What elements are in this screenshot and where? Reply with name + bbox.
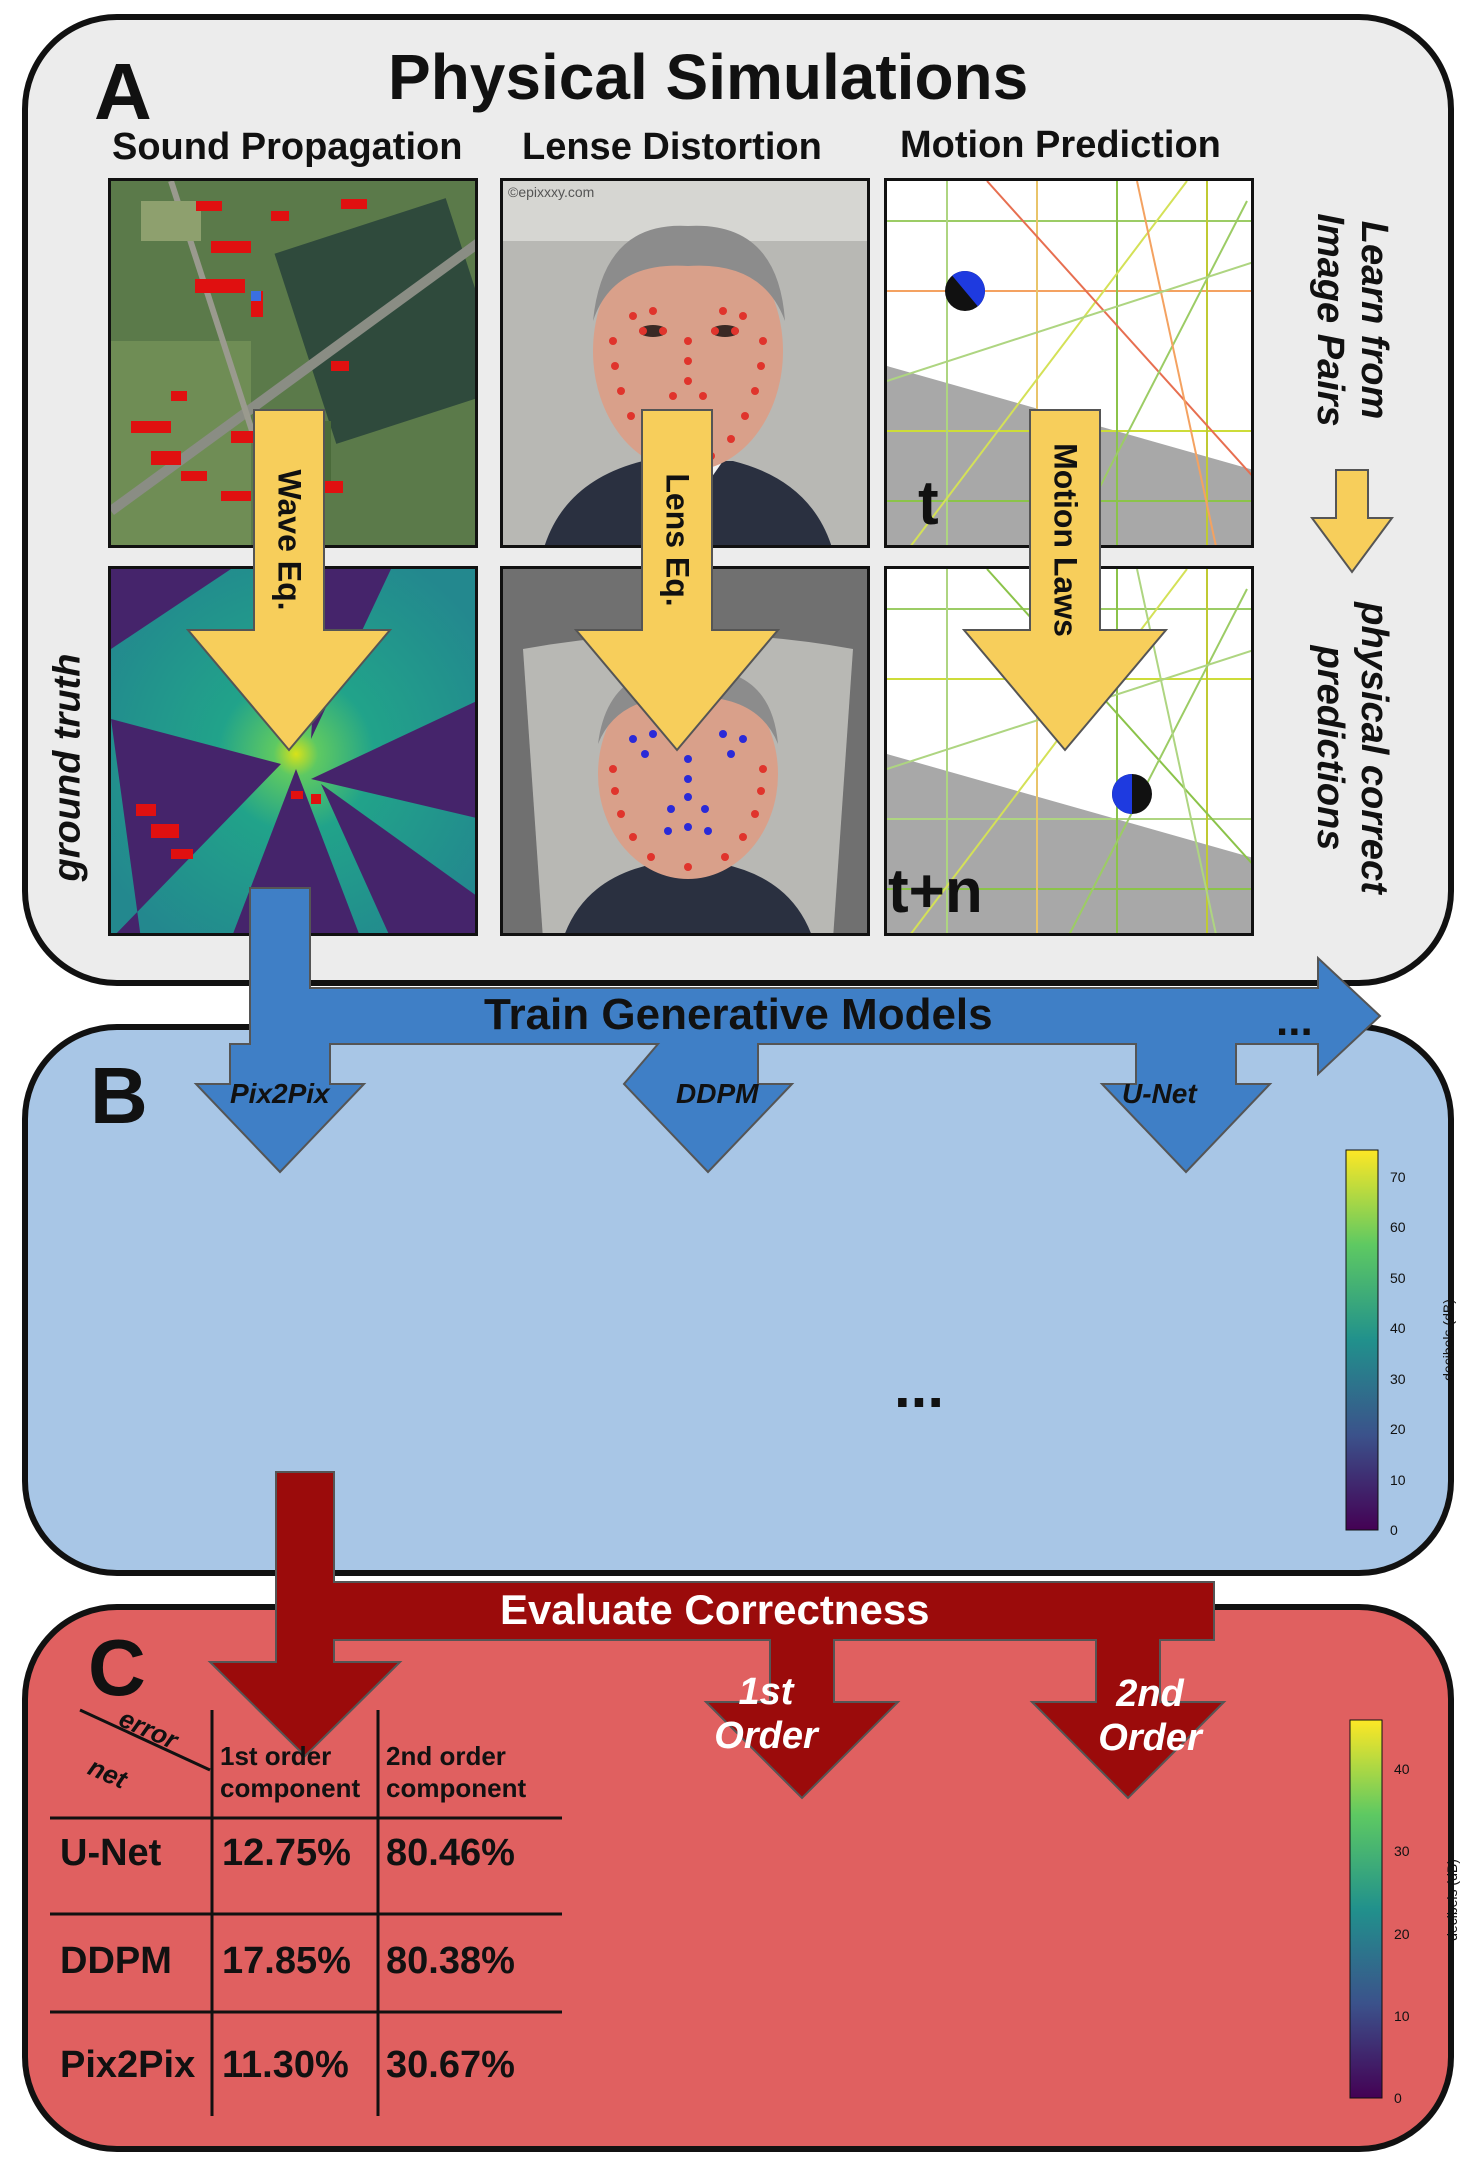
models-ellipsis: ...	[894, 1353, 945, 1420]
colorbar-tick-label: 10	[1394, 2007, 1410, 2024]
ground-truth-label: ground truth	[46, 653, 89, 882]
order-2-label-line-1: 2nd	[1116, 1673, 1184, 1715]
predict-label-line-2: predictions	[1309, 645, 1351, 851]
colorbar-tick-label: 20	[1394, 1925, 1410, 1942]
order-1-label-line-1: 1st	[738, 1671, 794, 1713]
panel-a-letter: A	[94, 47, 152, 136]
panel-b-colorbar-label: decibels (dB)	[1440, 1299, 1456, 1381]
order-2-label: 2nd Order	[1098, 1672, 1201, 1760]
table-header-first-line-2: component	[220, 1773, 361, 1803]
colorbar-tick-label: 0	[1394, 2090, 1402, 2106]
table-cell-unet-first: 12.75%	[222, 1832, 351, 1874]
table-cell-ddpm-second: 80.38%	[386, 1940, 515, 1982]
panel-c-colorbar-label: decibels (dB)	[1444, 1859, 1460, 1941]
panel-c-colorbar	[1349, 1719, 1383, 2099]
arrow-label-motion: Motion Laws	[1047, 443, 1084, 637]
table-header-second-line-2: component	[386, 1773, 527, 1803]
colorbar-tick-label: 30	[1394, 1843, 1410, 1860]
panel-b-letter: B	[90, 1051, 148, 1140]
table-row-net-pix2pix: Pix2Pix	[60, 2044, 196, 2086]
column-label-sound: Sound Propagation	[112, 126, 463, 168]
arrow-label-lens: Lens Eq.	[659, 473, 696, 607]
colorbar-tick-label: 20	[1390, 1421, 1406, 1438]
column-label-motion: Motion Prediction	[900, 124, 1221, 166]
model-label-unet: U-Net	[1122, 1078, 1197, 1109]
arrow-label-wave: Wave Eq.	[271, 469, 308, 611]
ground-truth-sound-map	[108, 566, 478, 936]
table-header-first-line-1: 1st order	[220, 1741, 332, 1771]
table-header-second: 2nd order component	[386, 1740, 526, 1804]
face-distorted-image	[500, 566, 870, 936]
learn-label-line-1: Learn from	[1353, 220, 1395, 420]
colorbar-tick-label: 30	[1390, 1370, 1406, 1387]
time-label-t-plus-n: t+n	[888, 857, 983, 926]
panel-b-colorbar	[1345, 1149, 1379, 1531]
train-banner-label: Train Generative Models	[484, 990, 993, 1039]
evaluate-banner-label: Evaluate Correctness	[500, 1586, 930, 1633]
table-row-net-ddpm: DDPM	[60, 1940, 172, 1982]
colorbar-tick-label: 10	[1390, 1471, 1406, 1488]
colorbar-tick-label: 40	[1390, 1320, 1406, 1337]
panel-c-letter: C	[88, 1623, 146, 1712]
image-watermark: ©epixxxy.com	[508, 184, 595, 200]
predict-label: physical correct predictions	[1308, 602, 1396, 893]
learn-label-line-2: Image Pairs	[1309, 213, 1351, 427]
colorbar-tick-label: 60	[1390, 1219, 1406, 1236]
learn-label: Learn from Image Pairs	[1308, 213, 1396, 426]
colorbar-tick-label: 50	[1390, 1269, 1406, 1286]
order-1-label: 1st Order	[714, 1670, 817, 1758]
table-cell-pix2pix-first: 11.30%	[222, 2044, 349, 2086]
colorbar-tick-label: 0	[1390, 1522, 1398, 1538]
predict-label-line-1: physical correct	[1353, 602, 1395, 894]
order-2-label-line-2: Order	[1098, 1717, 1202, 1759]
train-banner-ellipsis: ...	[1276, 996, 1313, 1045]
table-cell-pix2pix-second: 30.67%	[386, 2044, 515, 2086]
panel-a-title: Physical Simulations	[388, 41, 1029, 113]
colorbar-tick-label: 70	[1390, 1168, 1406, 1185]
model-label-pix2pix: Pix2Pix	[230, 1078, 330, 1109]
table-cell-ddpm-first: 17.85%	[222, 1940, 351, 1982]
colorbar-tick-label: 40	[1394, 1761, 1410, 1778]
order-1-label-line-2: Order	[714, 1715, 818, 1757]
table-row-net-unet: U-Net	[60, 1832, 162, 1874]
time-label-t: t	[918, 469, 939, 538]
table-cell-unet-second: 80.46%	[386, 1832, 515, 1874]
column-label-lens: Lense Distortion	[522, 126, 822, 168]
model-label-ddpm: DDPM	[676, 1078, 759, 1109]
table-header-first: 1st order component	[220, 1740, 360, 1804]
table-header-second-line-1: 2nd order	[386, 1741, 506, 1771]
